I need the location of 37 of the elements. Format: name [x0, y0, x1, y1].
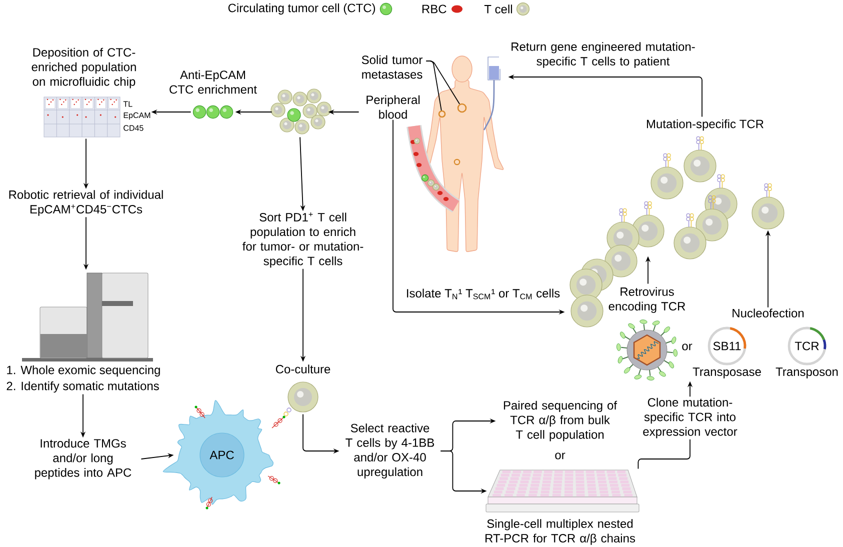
apc-cell: APC [162, 400, 292, 510]
plasmid: TCR [788, 326, 826, 366]
step-text: Select reactive T cells by 4-1BB and/or OX-40 upregulation [346, 424, 434, 478]
edge-label: Isolate T$_{N}$¹ T$_{SCM}$¹ or T$_{CM}$ cells [404, 288, 562, 300]
step-text: Sort PD1$^{+}$ T cell population to enrich for tumor- or mutation-specific T cells [242, 212, 364, 268]
step-text: Introduce TMGs and/or long peptides into APC [35, 438, 132, 480]
plasmid-label: Transposase [692, 368, 761, 378]
tumor-marker [438, 110, 460, 166]
row-label: CD45 [124, 125, 144, 131]
step-text: Robotic retrieval of individual EpCAM$^{+}$CD45$^{−}$CTCs [9, 190, 163, 216]
step-text: Co-culture [276, 364, 330, 374]
connector-word: or [680, 342, 694, 352]
legend-text: RBC [422, 4, 446, 14]
step-text: Clone mutation-specific TCR into expression vector [643, 398, 738, 438]
tumor-marker [457, 103, 467, 113]
plasmid: SB11 [708, 326, 746, 366]
step-text: Single-cell multiplex nested RT-PCR for TCR α/β chains [486, 519, 636, 545]
plasmid-label: Transposon [776, 368, 838, 378]
legend-text: Circulating tumor cell (CTC) [228, 3, 376, 15]
step-text: Paired sequencing of TCR α/β from bulk T cell population [504, 400, 618, 442]
row-label: TL [123, 101, 132, 107]
cell-cluster-drawing [270, 88, 332, 134]
cell-label: Mutation-specific TCR [644, 118, 766, 132]
legend-text: T cell [484, 4, 512, 14]
leader-line [426, 60, 460, 104]
t-cell [752, 183, 784, 230]
step-text: Nucleofection [732, 308, 804, 318]
step-text: Anti-EpCAM CTC enrichment [170, 70, 257, 94]
step-text: Deposition of CTC-enriched population on microfluidic chip [32, 48, 136, 88]
step-text: 2. Identify somatic mutations [6, 381, 159, 393]
step-text: Solid tumor metastases [362, 55, 422, 79]
step-text: 1. Whole exomic sequencing [7, 365, 160, 377]
step-text: Peripheral blood [366, 95, 420, 119]
row-label: EpCAM [124, 112, 150, 120]
edge-label: Return gene engineered mutation-specific T cells to patient [499, 41, 707, 69]
connector-word: or [553, 451, 567, 461]
step-text: Retrovirus encoding TCR [608, 287, 686, 313]
